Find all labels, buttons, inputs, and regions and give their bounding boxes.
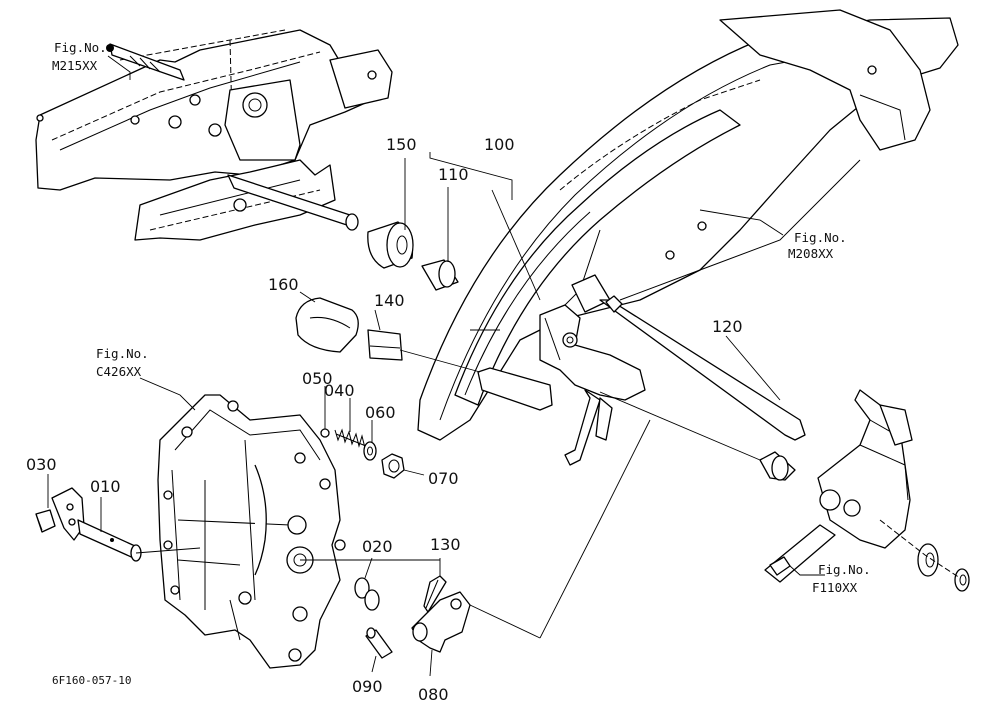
part-label-130: 130 [430, 535, 461, 554]
key-030 [35, 509, 56, 533]
part-label-120: 120 [712, 317, 743, 336]
collar-110 [421, 259, 459, 291]
washer-060 [363, 441, 377, 461]
shaft-010 [51, 487, 142, 562]
ref-c426-line2: C426XX [96, 364, 142, 379]
plate-140 [367, 329, 403, 361]
part-label-060: 060 [365, 403, 396, 422]
ref-m215-line2: M215XX [52, 58, 98, 73]
part-label-110: 110 [438, 165, 469, 184]
ball-050 [320, 428, 330, 438]
ref-f110-line2: F110XX [812, 580, 858, 595]
right-bracket [759, 389, 970, 592]
part-label-030: 030 [26, 455, 57, 474]
part-label-010: 010 [90, 477, 121, 496]
ref-m208-line1: Fig.No. [794, 230, 847, 245]
part-label-090: 090 [352, 677, 383, 696]
part-label-150: 150 [386, 135, 417, 154]
gear-case [157, 394, 346, 669]
ref-label-f110: Fig.No. F110XX [812, 562, 871, 595]
frame-assembly-top-left [35, 29, 393, 241]
pin-090 [365, 627, 393, 659]
part-label-100: 100 [484, 135, 515, 154]
ref-m208-line2: M208XX [788, 246, 834, 261]
lever-080 [411, 591, 471, 653]
ref-m215-line1: Fig.No. [54, 40, 107, 55]
part-label-070: 070 [428, 469, 459, 488]
part-label-080: 080 [418, 685, 449, 704]
ref-c426-line1: Fig.No. [96, 346, 149, 361]
part-label-020: 020 [362, 537, 393, 556]
ref-f110-line1: Fig.No. [818, 562, 871, 577]
split-pin-130 [423, 575, 447, 613]
ref-label-m215: Fig.No. M215XX [52, 40, 107, 73]
diagram-code: 6F160-057-10 [52, 674, 131, 687]
ref-label-c426: Fig.No. C426XX [96, 346, 149, 379]
plug-070 [381, 453, 405, 479]
leader-lines [47, 55, 825, 677]
part-label-160: 160 [268, 275, 299, 294]
part-label-140: 140 [374, 291, 405, 310]
ref-label-m208: Fig.No. M208XX [788, 230, 847, 261]
o-rings-020 [354, 577, 380, 611]
knob-160 [295, 297, 359, 353]
part-label-050: 050 [302, 369, 333, 388]
lever-assembly-120 [477, 274, 806, 466]
part-label-040: 040 [324, 381, 355, 400]
bushing-150 [367, 221, 414, 269]
spring-040 [334, 428, 367, 449]
